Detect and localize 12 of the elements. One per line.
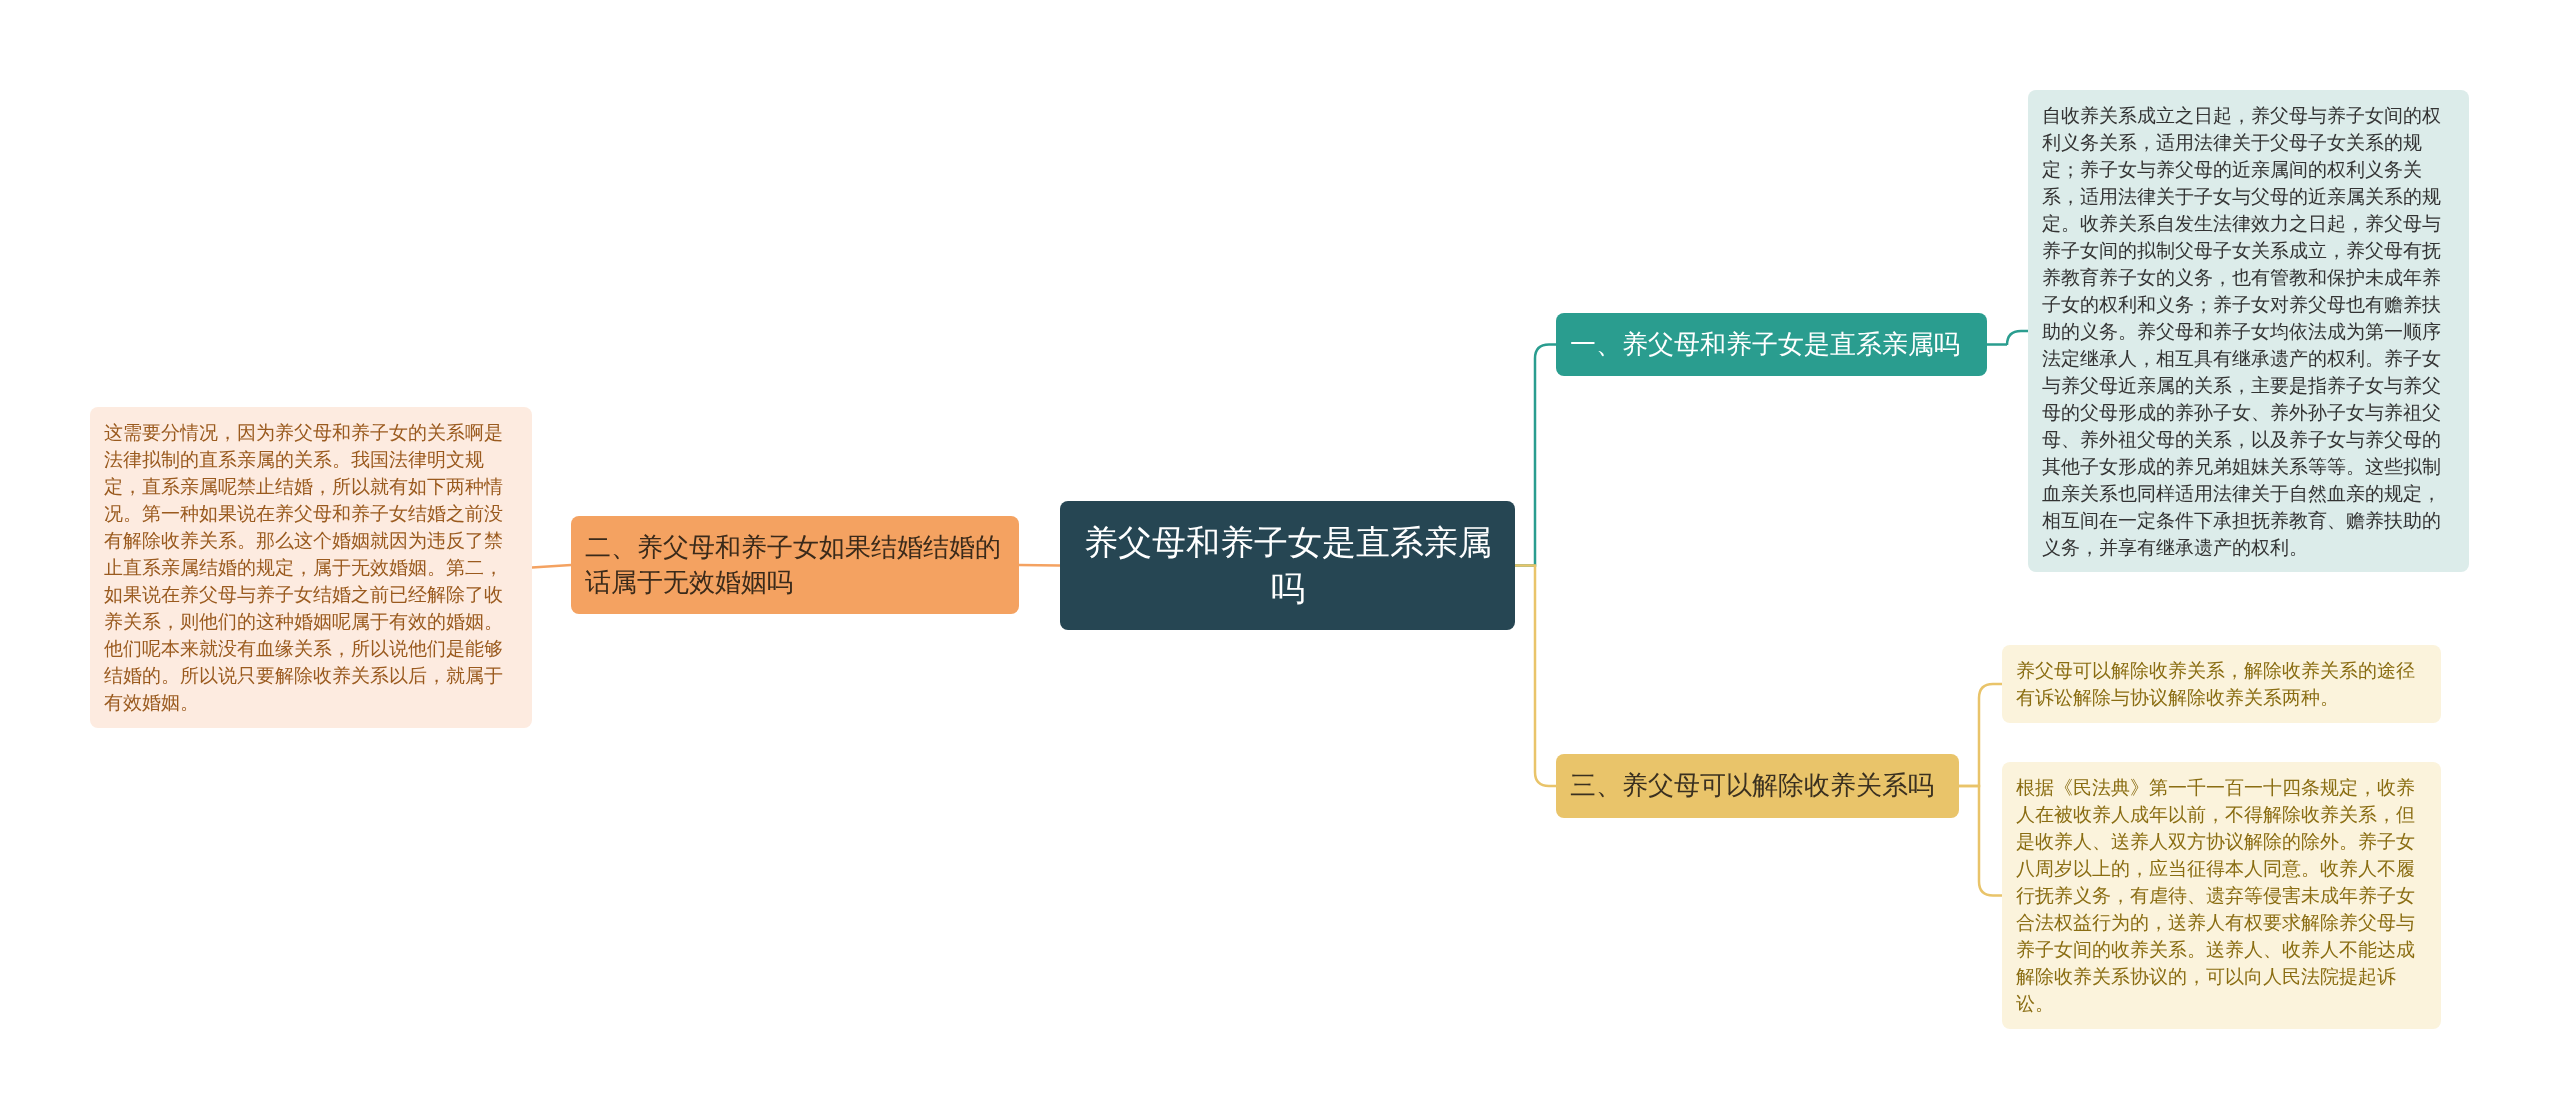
- connector-line: [1987, 329, 2028, 347]
- subtopic-box: 一、养父母和养子女是直系亲属吗: [1556, 313, 1987, 376]
- subtopic-box: 二、养父母和养子女如果结婚结婚的话属于无效婚姻吗: [571, 516, 1019, 614]
- note-box: 根据《民法典》第一千一百一十四条规定，收养人在被收养人成年以前，不得解除收养关系，但是收养人、送养人双方协议解除的除外。养子女八周岁以上的，应当征得本人同意。收养人不履行抚养义务，有虐待、遗弃等侵害未成年养子女合法权益行为的，送养人有权要求解除养父母与养子女间的收养关系。送养人、收养人不能达成解除收养关系协议的，可以向人民法院提起诉讼。: [2002, 762, 2441, 1029]
- note-box: 自收养关系成立之日起，养父母与养子女间的权利义务关系，适用法律关于父母子女关系的规定；养子女与养父母的近亲属间的权利义务关系，适用法律关于子女与父母的近亲属关系的规定。收养关系自发生法律效力之日起，养父母与养子女间的拟制父母子女关系成立，养父母有抚养教育养子女的义务，也有管教和保护未成年养子女的权利和义务；养子女对养父母也有赡养扶助的义务。养父母和养子女均依法成为第一顺序法定继承人，相互具有继承遗产的权利。养子女与养父母近亲属的关系，主要是指养子女与养父母的父母形成的养孙子女、养外孙子女与养祖父母、养外祖父母的关系，以及养子女与养父母的其他子女形成的养兄弟姐妹关系等等。这些拟制血亲关系也同样适用法律关于自然血亲的规定，相互间在一定条件下承担抚养教育、赡养扶助的义务，并享有继承遗产的权利。: [2028, 90, 2469, 573]
- connector-line: [531, 563, 572, 569]
- connector-line: [1019, 563, 1060, 567]
- connector-line: [1515, 564, 1556, 788]
- subtopic-box: 三、养父母可以解除收养关系吗: [1556, 754, 1959, 818]
- note-box: 这需要分情况，因为养父母和养子女的关系啊是法律拟制的直系亲属的关系。我国法律明文规定，直系亲属呢禁止结婚，所以就有如下两种情况。第一种如果说在养父母和养子女结婚之前没有解除收养关系。那么这个婚姻就因为违反了禁止直系亲属结婚的规定，属于无效婚姻。第二，如果说在养父母与养子女结婚之前已经解除了收养关系，则他们的这种婚姻呢属于有效的婚姻。他们呢本来就没有血缘关系，所以说他们是能够结婚的。所以说只要解除收养关系以后，就属于有效婚姻。: [90, 407, 532, 728]
- note-box: 养父母可以解除收养关系，解除收养关系的途径有诉讼解除与协议解除收养关系两种。: [2002, 645, 2441, 723]
- topic-box: 养父母和养子女是直系亲属吗: [1060, 501, 1515, 630]
